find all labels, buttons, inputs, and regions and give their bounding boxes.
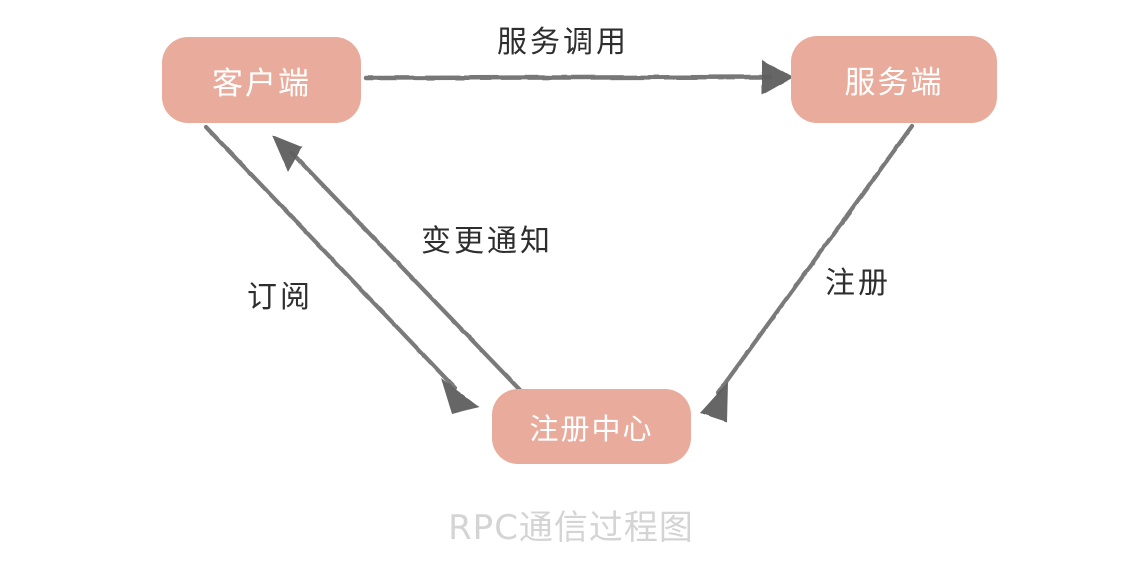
node-client-label: 客户端 (212, 65, 311, 102)
diagram-caption: RPC通信过程图 (448, 508, 694, 548)
node-server-label: 服务端 (844, 65, 944, 101)
arrow-notify (272, 135, 523, 393)
arrow-invoke (363, 60, 793, 95)
arrow-register (700, 123, 915, 422)
node-registry-label: 注册中心 (529, 411, 654, 446)
edge-label-register: 注册 (825, 266, 891, 301)
node-client[interactable]: 客户端 (162, 37, 361, 123)
arrow-subscribe (203, 124, 479, 414)
node-registry[interactable]: 注册中心 (492, 389, 691, 464)
edge-label-invoke: 服务调用 (497, 25, 629, 60)
edge-label-notify: 变更通知 (421, 224, 553, 259)
node-server[interactable]: 服务端 (791, 36, 997, 123)
edge-label-subscribe: 订阅 (247, 280, 313, 315)
